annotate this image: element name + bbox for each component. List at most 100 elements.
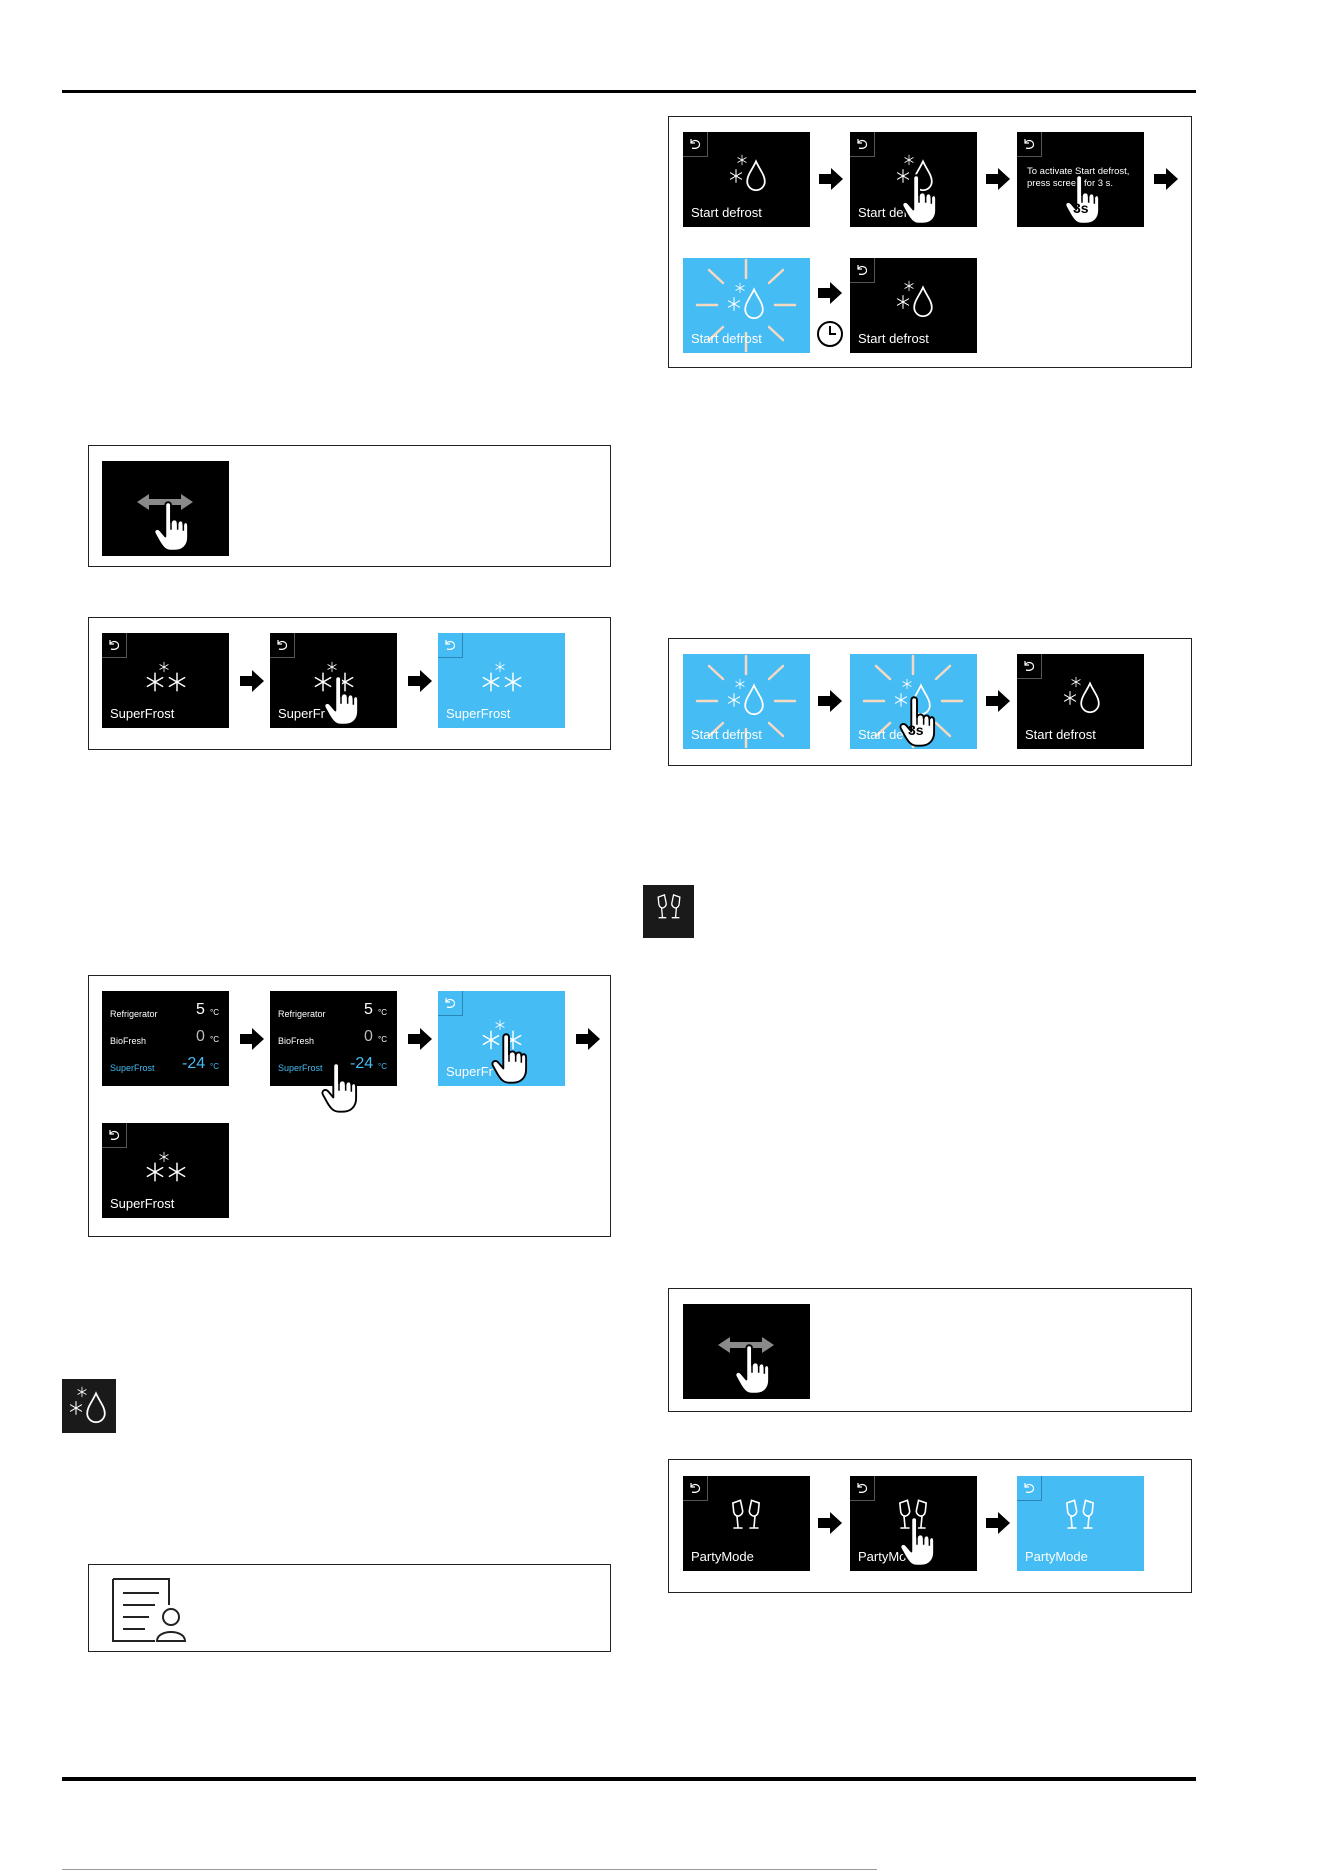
- back-button[interactable]: [1017, 654, 1042, 679]
- screen-label: PartyMo: [858, 1549, 907, 1564]
- customer-service-icon: [112, 1578, 187, 1642]
- next-step-arrow-icon: [985, 689, 1011, 713]
- superfrost-screen-3: SuperFrost: [438, 633, 565, 728]
- deactivate-screen-1: Start defrost: [683, 654, 810, 749]
- next-step-arrow-icon: [407, 669, 433, 693]
- screen-label: PartyMode: [1025, 1549, 1088, 1564]
- superfrost-screen-1: SuperFrost: [102, 633, 229, 728]
- back-button[interactable]: [102, 633, 127, 658]
- superfrost-icon: [146, 661, 186, 692]
- home-screen-3: SuperFr: [438, 991, 565, 1086]
- swipe-screen-2: [683, 1304, 810, 1399]
- back-button[interactable]: [102, 1123, 127, 1148]
- defrost-screen-2: Start defr: [850, 132, 977, 227]
- party-glasses-icon: [729, 1498, 763, 1532]
- row-label: BioFresh: [110, 1036, 147, 1046]
- party-screen-2: PartyMo: [850, 1476, 977, 1571]
- row-label: Refrigerator: [278, 1009, 326, 1019]
- superfrost-screen-2: SuperFr: [270, 633, 397, 728]
- next-step-arrow-icon: [239, 669, 265, 693]
- instruction-message: To activate Start defrost, press screen …: [1027, 166, 1130, 189]
- bottom-rule: [62, 1777, 1196, 1781]
- row-unit: °C: [210, 1035, 219, 1044]
- row-label[interactable]: SuperFrost: [110, 1063, 155, 1073]
- row-unit: °C: [210, 1008, 219, 1017]
- defrost-screen-4: Start defrost: [683, 258, 810, 353]
- next-step-arrow-icon: [817, 1511, 843, 1535]
- back-arrow-icon: [1021, 658, 1037, 674]
- row-value: -24: [350, 1055, 374, 1072]
- superfrost-icon: [146, 1151, 186, 1182]
- hand-icon: [1063, 172, 1101, 226]
- back-button[interactable]: [683, 1476, 708, 1501]
- next-step-arrow-icon: [985, 167, 1011, 191]
- hand-icon: [900, 172, 938, 226]
- customer-service-frame: [88, 1564, 611, 1652]
- screen-label: Start de: [858, 727, 904, 742]
- next-step-arrow-icon: [817, 281, 843, 305]
- defrost-screen-5: Start defrost: [850, 258, 977, 353]
- screen-label: Start defr: [858, 205, 912, 220]
- superfrost-activation-frame: SuperFrost SuperFr SuperFrost: [88, 617, 611, 750]
- back-arrow-icon: [687, 136, 703, 152]
- screen-label: Start defrost: [691, 205, 762, 220]
- back-arrow-icon: [854, 262, 870, 278]
- swipe-screen: [102, 461, 229, 556]
- defrost-icon: [1063, 676, 1100, 714]
- screen-label: Start defrost: [858, 331, 929, 346]
- clock-icon: [815, 319, 845, 349]
- back-button[interactable]: [683, 132, 708, 157]
- start-defrost-icon: [62, 1379, 116, 1433]
- back-arrow-icon: [1021, 136, 1037, 152]
- start-defrost-deactivation-frame: Start defrost Start de 3s Start defrost: [668, 638, 1192, 766]
- back-button[interactable]: [270, 633, 295, 658]
- next-step-arrow-icon: [575, 1027, 601, 1051]
- party-screen-3: PartyMode: [1017, 1476, 1144, 1571]
- back-button[interactable]: [850, 1476, 875, 1501]
- back-arrow-icon: [274, 637, 290, 653]
- defrost-icon: [727, 282, 764, 320]
- defrost-screen-1: Start defrost: [683, 132, 810, 227]
- start-defrost-activation-frame: Start defrost Start defr To activate Sta…: [668, 116, 1192, 368]
- hand-icon: [152, 499, 190, 553]
- defrost-icon: [729, 154, 766, 192]
- hand-icon: [898, 694, 936, 748]
- back-button[interactable]: [1017, 1476, 1042, 1501]
- back-arrow-icon: [687, 1480, 703, 1496]
- swipe-gesture-frame-2: [668, 1288, 1192, 1412]
- back-arrow-icon: [442, 995, 458, 1011]
- back-button[interactable]: [850, 132, 875, 157]
- top-rule: [62, 90, 1196, 93]
- row-label: BioFresh: [278, 1036, 315, 1046]
- home-screen-2: Refrigerator 5 °C BioFresh 0 °C SuperFro…: [270, 991, 397, 1086]
- swipe-gesture-frame: [88, 445, 611, 567]
- defrost-icon: [69, 1386, 106, 1424]
- back-arrow-icon: [106, 1127, 122, 1143]
- home-screen-4: SuperFrost: [102, 1123, 229, 1218]
- back-button[interactable]: [1017, 132, 1042, 157]
- footer-hairline: [62, 1869, 877, 1870]
- back-arrow-icon: [1021, 1480, 1037, 1496]
- party-glasses-icon: [655, 893, 683, 921]
- back-arrow-icon: [442, 637, 458, 653]
- party-mode-icon-box: [643, 885, 694, 938]
- superfrost-icon: [482, 661, 522, 692]
- party-glasses-icon: [1063, 1498, 1097, 1532]
- defrost-icon: [896, 280, 933, 318]
- next-step-arrow-icon: [818, 167, 844, 191]
- row-label[interactable]: SuperFrost: [278, 1063, 323, 1073]
- next-step-arrow-icon: [407, 1027, 433, 1051]
- hand-icon: [898, 1514, 936, 1568]
- back-button[interactable]: [438, 633, 463, 658]
- screen-label: SuperFrost: [446, 706, 511, 721]
- party-mode-frame: PartyMode PartyMo PartyMode: [668, 1459, 1192, 1593]
- back-button[interactable]: [438, 991, 463, 1016]
- back-button[interactable]: [850, 258, 875, 283]
- next-step-arrow-icon: [239, 1027, 265, 1051]
- screen-label: Start defrost: [1025, 727, 1096, 742]
- screen-label: SuperFr: [446, 1064, 493, 1079]
- row-value: 0: [364, 1028, 373, 1045]
- hand-icon: [322, 673, 360, 727]
- row-unit: °C: [378, 1062, 387, 1071]
- screen-label: SuperFrost: [110, 1196, 175, 1211]
